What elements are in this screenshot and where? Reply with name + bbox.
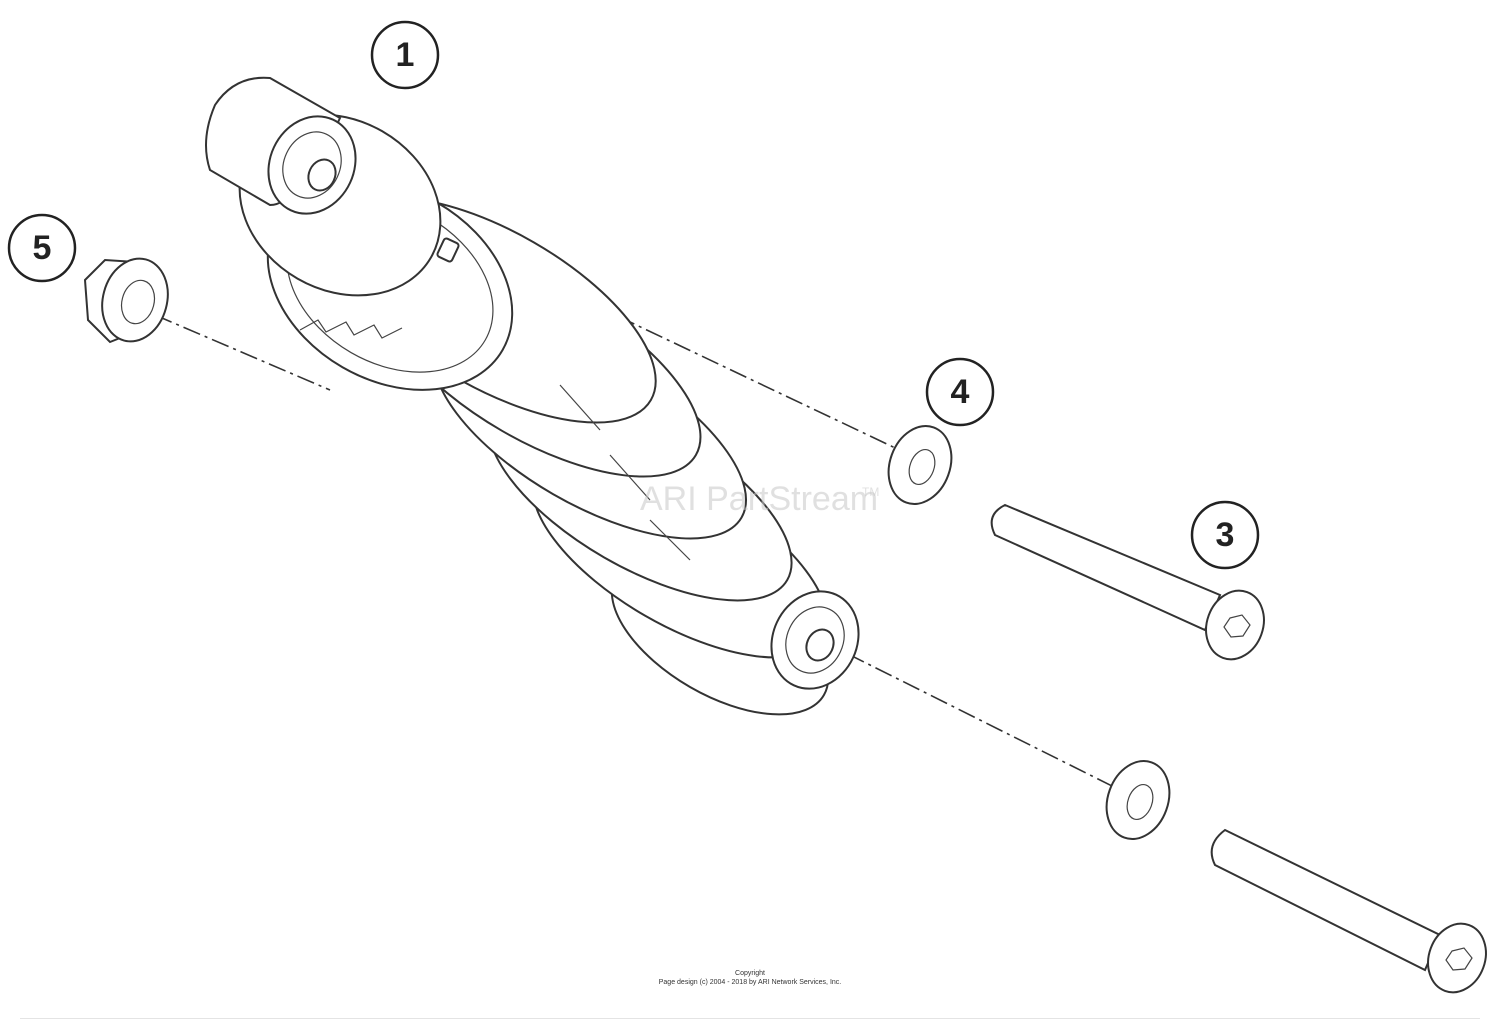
bolt-lower[interactable]	[1210, 828, 1496, 1000]
bolt-upper[interactable]	[990, 503, 1274, 667]
callout-4-label: 4	[951, 373, 970, 411]
callout-3-label: 3	[1216, 516, 1235, 554]
washer-upper[interactable]	[878, 417, 962, 513]
copyright-label: Copyright	[735, 970, 765, 977]
callout-1-label: 1	[396, 36, 415, 74]
watermark-tm: TM	[862, 485, 879, 499]
callout-5[interactable]: 5	[7, 213, 77, 283]
washer-lower[interactable]	[1096, 752, 1180, 848]
callout-1[interactable]: 1	[370, 20, 440, 90]
page-design-credit: Page design (c) 2004 - 2018 by ARI Netwo…	[658, 979, 842, 986]
shock-absorber[interactable]	[205, 76, 874, 747]
callout-5-label: 5	[33, 229, 52, 267]
watermark-text: ARI PartStream	[640, 480, 878, 518]
callout-4[interactable]: 4	[925, 357, 995, 427]
callout-3[interactable]: 3	[1190, 500, 1260, 570]
flange-nut[interactable]	[83, 251, 177, 349]
